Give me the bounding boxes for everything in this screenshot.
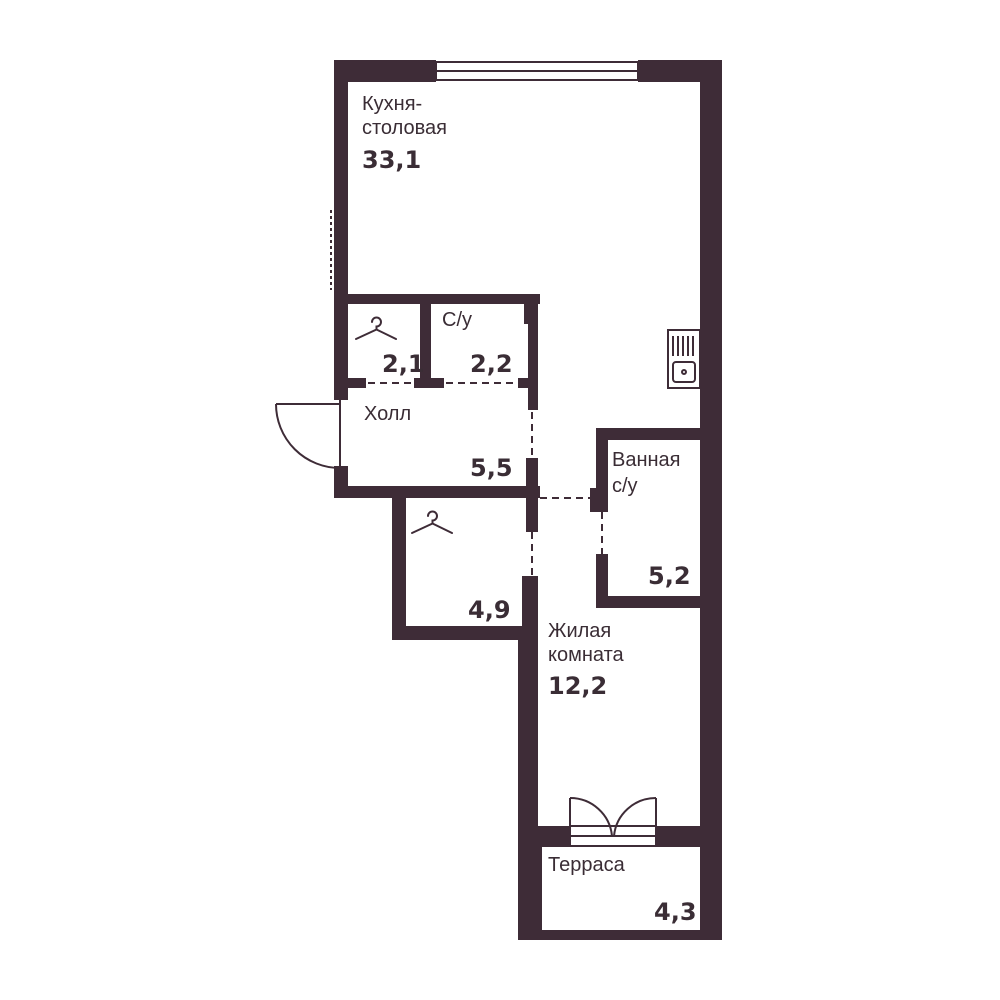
- wall-wardrobe2-left: [392, 486, 406, 640]
- wall-wc-right: [528, 324, 538, 410]
- wall-terrace-bottom: [518, 930, 722, 940]
- bathroom-name-line2: с/у: [612, 475, 638, 497]
- wall-wc-right-top: [524, 294, 538, 324]
- kitchen-name-line2: столовая: [362, 117, 447, 139]
- terrace-name: Терраса: [548, 854, 626, 876]
- window-icon: [435, 61, 639, 81]
- living-name-line2: комната: [548, 644, 625, 666]
- wall-left-upper: [334, 60, 348, 400]
- wall-wardrobe2-bottom: [392, 626, 538, 640]
- openings: [368, 382, 603, 576]
- door-swing-icon: [275, 400, 341, 470]
- wall-bath-bottom: [596, 596, 722, 608]
- wall-closets-divider: [420, 294, 431, 386]
- bathroom-area: 5,2: [648, 562, 691, 590]
- wall-bath-top: [596, 428, 722, 440]
- wardrobe-top-area: 2,1: [382, 350, 425, 378]
- hall-area: 5,5: [470, 454, 513, 482]
- wall-wardrobe2-right-top: [526, 498, 538, 532]
- wardrobe-bottom-area: 4,9: [468, 596, 511, 624]
- kitchen-area: 33,1: [362, 146, 421, 174]
- hanger-icon: [355, 316, 397, 340]
- wc-area: 2,2: [470, 350, 513, 378]
- wall-hall-bottom: [334, 486, 540, 498]
- wc-name: С/у: [442, 309, 472, 331]
- wall-closets-mid-bottom: [414, 378, 444, 388]
- wall-hall-right: [526, 458, 538, 498]
- wall-wardrobe2-right: [522, 576, 538, 640]
- sink-icon: [667, 329, 701, 389]
- wall-terrace-left-side: [518, 838, 542, 938]
- wall-bath-left-mid: [590, 488, 608, 512]
- wall-bath-left-bottom: [596, 554, 608, 608]
- hanger-icon: [411, 510, 453, 534]
- wall-wardrobe-bottom: [334, 378, 366, 388]
- wall-wc-bottom: [518, 378, 538, 388]
- wall-terrace-right: [656, 826, 722, 846]
- kitchen-name-line1: Кухня-: [362, 93, 422, 115]
- living-name-line1: Жилая: [548, 620, 611, 642]
- terrace-area: 4,3: [654, 898, 697, 926]
- wall-top-left: [334, 60, 436, 82]
- walls: [334, 60, 722, 940]
- wall-right: [700, 60, 722, 938]
- living-area: 12,2: [548, 672, 607, 700]
- wall-bath-left-top: [596, 428, 608, 490]
- wall-closets-top: [334, 294, 540, 304]
- hall-name: Холл: [364, 403, 411, 425]
- bathroom-name-line1: Ванная: [612, 449, 681, 471]
- double-door-icon: [569, 796, 657, 847]
